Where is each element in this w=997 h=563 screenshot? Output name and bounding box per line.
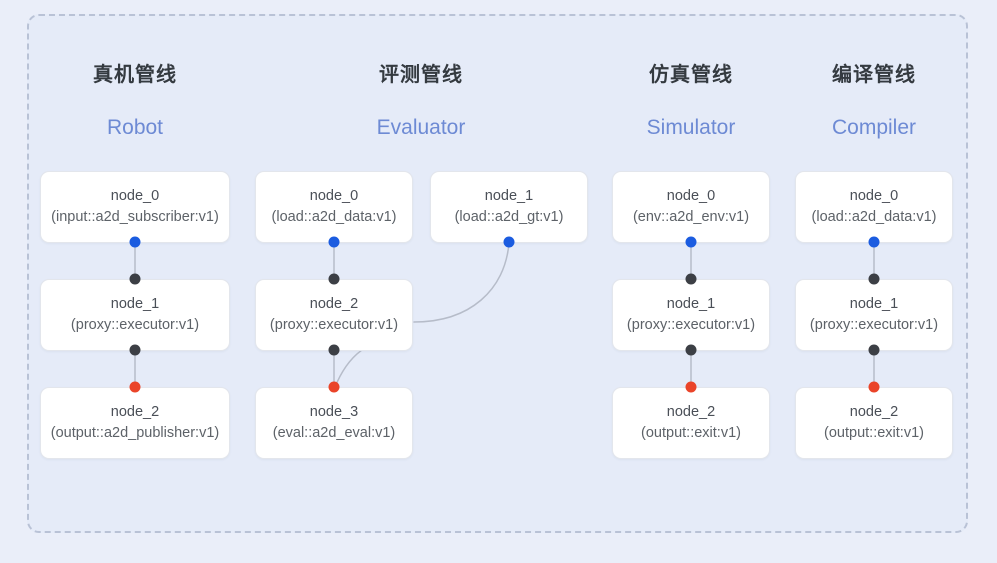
node-type: (eval::a2d_eval:v1) <box>272 425 396 441</box>
node-evaluator-2[interactable]: node_2 (proxy::executor:v1) <box>255 279 413 351</box>
node-name: node_2 <box>110 404 160 420</box>
node-name: node_1 <box>484 188 534 204</box>
node-compiler-0[interactable]: node_0 (load::a2d_data:v1) <box>795 171 953 243</box>
port-input-compiler-2[interactable] <box>868 381 880 393</box>
port-input-simulator-1[interactable] <box>685 273 697 285</box>
node-simulator-2[interactable]: node_2 (output::exit:v1) <box>612 387 770 459</box>
node-name: node_2 <box>309 296 359 312</box>
port-output-evaluator-1[interactable] <box>503 236 515 248</box>
node-evaluator-3[interactable]: node_3 (eval::a2d_eval:v1) <box>255 387 413 459</box>
node-simulator-1[interactable]: node_1 (proxy::executor:v1) <box>612 279 770 351</box>
node-type: (input::a2d_subscriber:v1) <box>51 209 219 225</box>
node-type: (proxy::executor:v1) <box>809 317 939 333</box>
node-name: node_2 <box>666 404 716 420</box>
node-type: (output::a2d_publisher:v1) <box>50 425 220 441</box>
node-name: node_0 <box>309 188 359 204</box>
port-output-simulator-0[interactable] <box>685 236 697 248</box>
port-output-evaluator-2[interactable] <box>328 344 340 356</box>
port-input-evaluator-2[interactable] <box>328 273 340 285</box>
node-name: node_1 <box>849 296 899 312</box>
node-name: node_0 <box>666 188 716 204</box>
port-input-robot-2[interactable] <box>129 381 141 393</box>
node-type: (load::a2d_data:v1) <box>811 209 937 225</box>
node-type: (load::a2d_data:v1) <box>271 209 397 225</box>
node-compiler-2[interactable]: node_2 (output::exit:v1) <box>795 387 953 459</box>
port-input-simulator-2[interactable] <box>685 381 697 393</box>
port-input-robot-1[interactable] <box>129 273 141 285</box>
node-evaluator-0[interactable]: node_0 (load::a2d_data:v1) <box>255 171 413 243</box>
port-output-robot-1[interactable] <box>129 344 141 356</box>
port-output-evaluator-0[interactable] <box>328 236 340 248</box>
node-name: node_1 <box>110 296 160 312</box>
node-name: node_3 <box>309 404 359 420</box>
node-robot-1[interactable]: node_1 (proxy::executor:v1) <box>40 279 230 351</box>
node-evaluator-1[interactable]: node_1 (load::a2d_gt:v1) <box>430 171 588 243</box>
node-type: (proxy::executor:v1) <box>626 317 756 333</box>
node-name: node_2 <box>849 404 899 420</box>
node-type: (env::a2d_env:v1) <box>632 209 750 225</box>
port-output-robot-0[interactable] <box>129 236 141 248</box>
node-name: node_0 <box>110 188 160 204</box>
node-simulator-0[interactable]: node_0 (env::a2d_env:v1) <box>612 171 770 243</box>
node-name: node_1 <box>666 296 716 312</box>
port-output-compiler-0[interactable] <box>868 236 880 248</box>
node-robot-0[interactable]: node_0 (input::a2d_subscriber:v1) <box>40 171 230 243</box>
node-robot-2[interactable]: node_2 (output::a2d_publisher:v1) <box>40 387 230 459</box>
port-output-compiler-1[interactable] <box>868 344 880 356</box>
node-compiler-1[interactable]: node_1 (proxy::executor:v1) <box>795 279 953 351</box>
node-type: (proxy::executor:v1) <box>70 317 200 333</box>
port-input-evaluator-3[interactable] <box>328 381 340 393</box>
node-type: (proxy::executor:v1) <box>269 317 399 333</box>
node-type: (output::exit:v1) <box>824 425 924 441</box>
port-input-compiler-1[interactable] <box>868 273 880 285</box>
node-type: (load::a2d_gt:v1) <box>454 209 564 225</box>
node-name: node_0 <box>849 188 899 204</box>
port-output-simulator-1[interactable] <box>685 344 697 356</box>
node-type: (output::exit:v1) <box>641 425 741 441</box>
